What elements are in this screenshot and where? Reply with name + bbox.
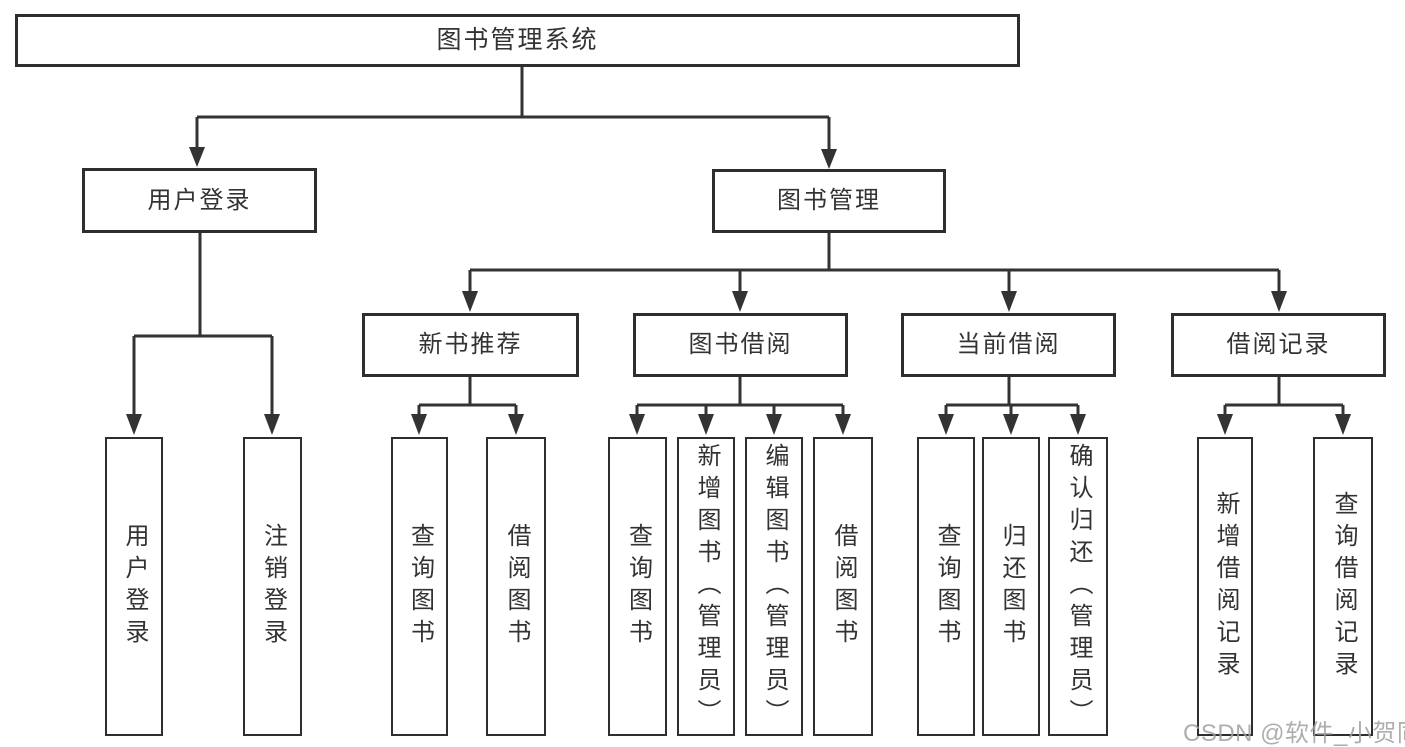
csdn-watermark: CSDN @软件_小贺同学 [1183,720,1405,747]
node-library-management-system: 图书管理系统 [15,14,1020,67]
node-label: 用户登录 [147,186,252,214]
node-label: 图书管理 [777,187,881,214]
node-label: 查询图书 [933,522,960,651]
node-leaf-logout: 注销登录 [243,437,302,736]
node-leaf-add-book-admin: 新增图书（管理员） [677,437,735,736]
node-borrow-record: 借阅记录 [1171,313,1386,377]
node-label: 查询图书 [624,522,652,651]
node-label: 查询图书 [406,522,434,651]
node-label: 当前借阅 [956,331,1061,358]
node-label: 确认归还（管理员） [1065,442,1092,731]
node-book-borrow: 图书借阅 [633,313,848,377]
node-leaf-query-book-2: 查询图书 [608,437,667,736]
node-label: 注销登录 [259,522,287,651]
node-leaf-confirm-return-admin: 确认归还（管理员） [1048,437,1108,736]
node-leaf-query-book-1: 查询图书 [391,437,448,736]
node-leaf-query-borrow-record: 查询借阅记录 [1313,437,1373,736]
node-user-login: 用户登录 [82,168,317,233]
node-new-book-recommend: 新书推荐 [362,313,579,377]
node-label: 新增借阅记录 [1212,490,1239,683]
node-leaf-borrow-book-2: 借阅图书 [813,437,873,736]
node-label: 查询借阅记录 [1330,490,1357,683]
node-label: 归还图书 [998,522,1025,651]
node-leaf-borrow-book-1: 借阅图书 [486,437,546,736]
node-label: 新书推荐 [418,331,523,358]
node-leaf-return-book: 归还图书 [982,437,1040,736]
node-leaf-edit-book-admin: 编辑图书（管理员） [745,437,803,736]
node-label: 新增图书（管理员） [693,442,720,731]
node-current-borrow: 当前借阅 [901,313,1116,377]
node-label: 用户登录 [121,522,148,651]
node-label: 编辑图书（管理员） [761,442,788,731]
node-label: 借阅图书 [830,522,857,651]
node-label: 图书管理系统 [436,26,599,54]
node-label: 借阅图书 [503,522,530,651]
node-leaf-user-login: 用户登录 [105,437,163,736]
node-label: 借阅记录 [1226,331,1331,358]
node-book-management: 图书管理 [712,169,946,233]
node-leaf-add-borrow-record: 新增借阅记录 [1197,437,1253,736]
node-label: 图书借阅 [688,331,793,358]
node-leaf-query-book-3: 查询图书 [917,437,975,736]
